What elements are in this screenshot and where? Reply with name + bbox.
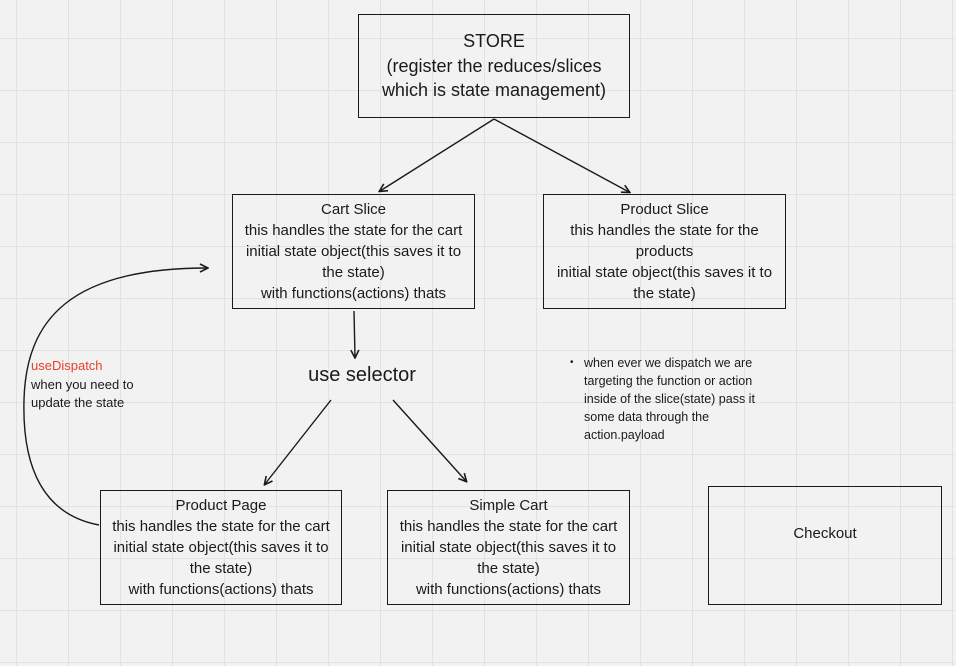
- product-page-line-1: this handles the state for the cart: [112, 518, 330, 535]
- simple-cart-line-3: the state): [477, 560, 540, 577]
- checkout-node[interactable]: Checkout: [708, 486, 942, 605]
- product-page-line-4: with functions(actions) thats: [128, 581, 314, 598]
- product-slice-node[interactable]: Product Slice this handles the state for…: [543, 194, 786, 309]
- product-page-line-3: the state): [189, 560, 253, 577]
- use-dispatch-line-1: when you need to: [31, 376, 134, 392]
- dispatch-note-line-3: inside of the slice(state) pass it: [584, 392, 755, 406]
- product-slice-title: Product Slice: [620, 201, 709, 218]
- simple-cart-line-2: initial state object(this saves it to: [400, 539, 617, 556]
- use-dispatch-line-2: update the state: [31, 395, 125, 410]
- store-desc-line-1: (register the reduces/slices: [386, 55, 602, 76]
- arrow-product-page-to-cart-slice-dispatch: [23, 268, 207, 526]
- simple-cart-node[interactable]: Simple Cart this handles the state for t…: [387, 490, 630, 605]
- cart-slice-line-3: the state): [322, 264, 385, 281]
- use-selector-label[interactable]: use selector: [308, 364, 416, 386]
- cart-slice-title: Cart Slice: [320, 201, 387, 218]
- dispatch-note-line-5: action.payload: [584, 428, 665, 442]
- arrow-store-to-product-slice: [493, 118, 629, 192]
- store-node[interactable]: STORE (register the reduces/slices which…: [358, 14, 630, 118]
- product-slice-line-3: initial state object(this saves it to: [556, 264, 773, 281]
- dispatch-explanation-item: • when ever we dispatch we are targeting…: [568, 354, 778, 444]
- use-dispatch-note[interactable]: useDispatch when you need to update the …: [31, 357, 181, 413]
- cart-slice-line-4: with functions(actions) thats: [260, 285, 447, 302]
- arrow-store-to-cart-slice: [380, 118, 495, 191]
- product-slice-line-4: the state): [633, 285, 696, 302]
- dispatch-note-line-1: when ever we dispatch we are: [584, 356, 753, 370]
- bullet-dot: •: [570, 357, 574, 368]
- product-page-node[interactable]: Product Page this handles the state for …: [100, 490, 342, 605]
- simple-cart-title: Simple Cart: [469, 497, 548, 514]
- product-slice-line-2: products: [635, 243, 694, 260]
- simple-cart-line-4: with functions(actions) thats: [415, 581, 602, 598]
- dispatch-note-line-4: some data through the: [584, 410, 710, 424]
- cart-slice-node[interactable]: Cart Slice this handles the state for th…: [232, 194, 475, 309]
- dispatch-note-line-2: targeting the function or action: [584, 374, 753, 388]
- store-title: STORE: [463, 31, 525, 51]
- arrow-use-selector-to-product-page: [265, 399, 332, 484]
- dispatch-explanation-note[interactable]: • when ever we dispatch we are targeting…: [568, 354, 778, 444]
- arrow-cart-slice-to-use-selector: [354, 310, 355, 357]
- arrow-use-selector-to-simple-cart: [392, 399, 466, 481]
- product-page-title: Product Page: [175, 497, 267, 514]
- use-dispatch-title: useDispatch: [31, 358, 103, 373]
- simple-cart-line-1: this handles the state for the cart: [399, 518, 618, 535]
- product-page-line-2: initial state object(this saves it to: [113, 539, 329, 556]
- checkout-label: Checkout: [793, 525, 857, 542]
- product-slice-line-1: this handles the state for the: [570, 222, 759, 239]
- store-desc-line-2: which is state management): [381, 80, 607, 100]
- cart-slice-line-2: initial state object(this saves it to: [245, 243, 462, 260]
- cart-slice-line-1: this handles the state for the cart: [244, 222, 463, 239]
